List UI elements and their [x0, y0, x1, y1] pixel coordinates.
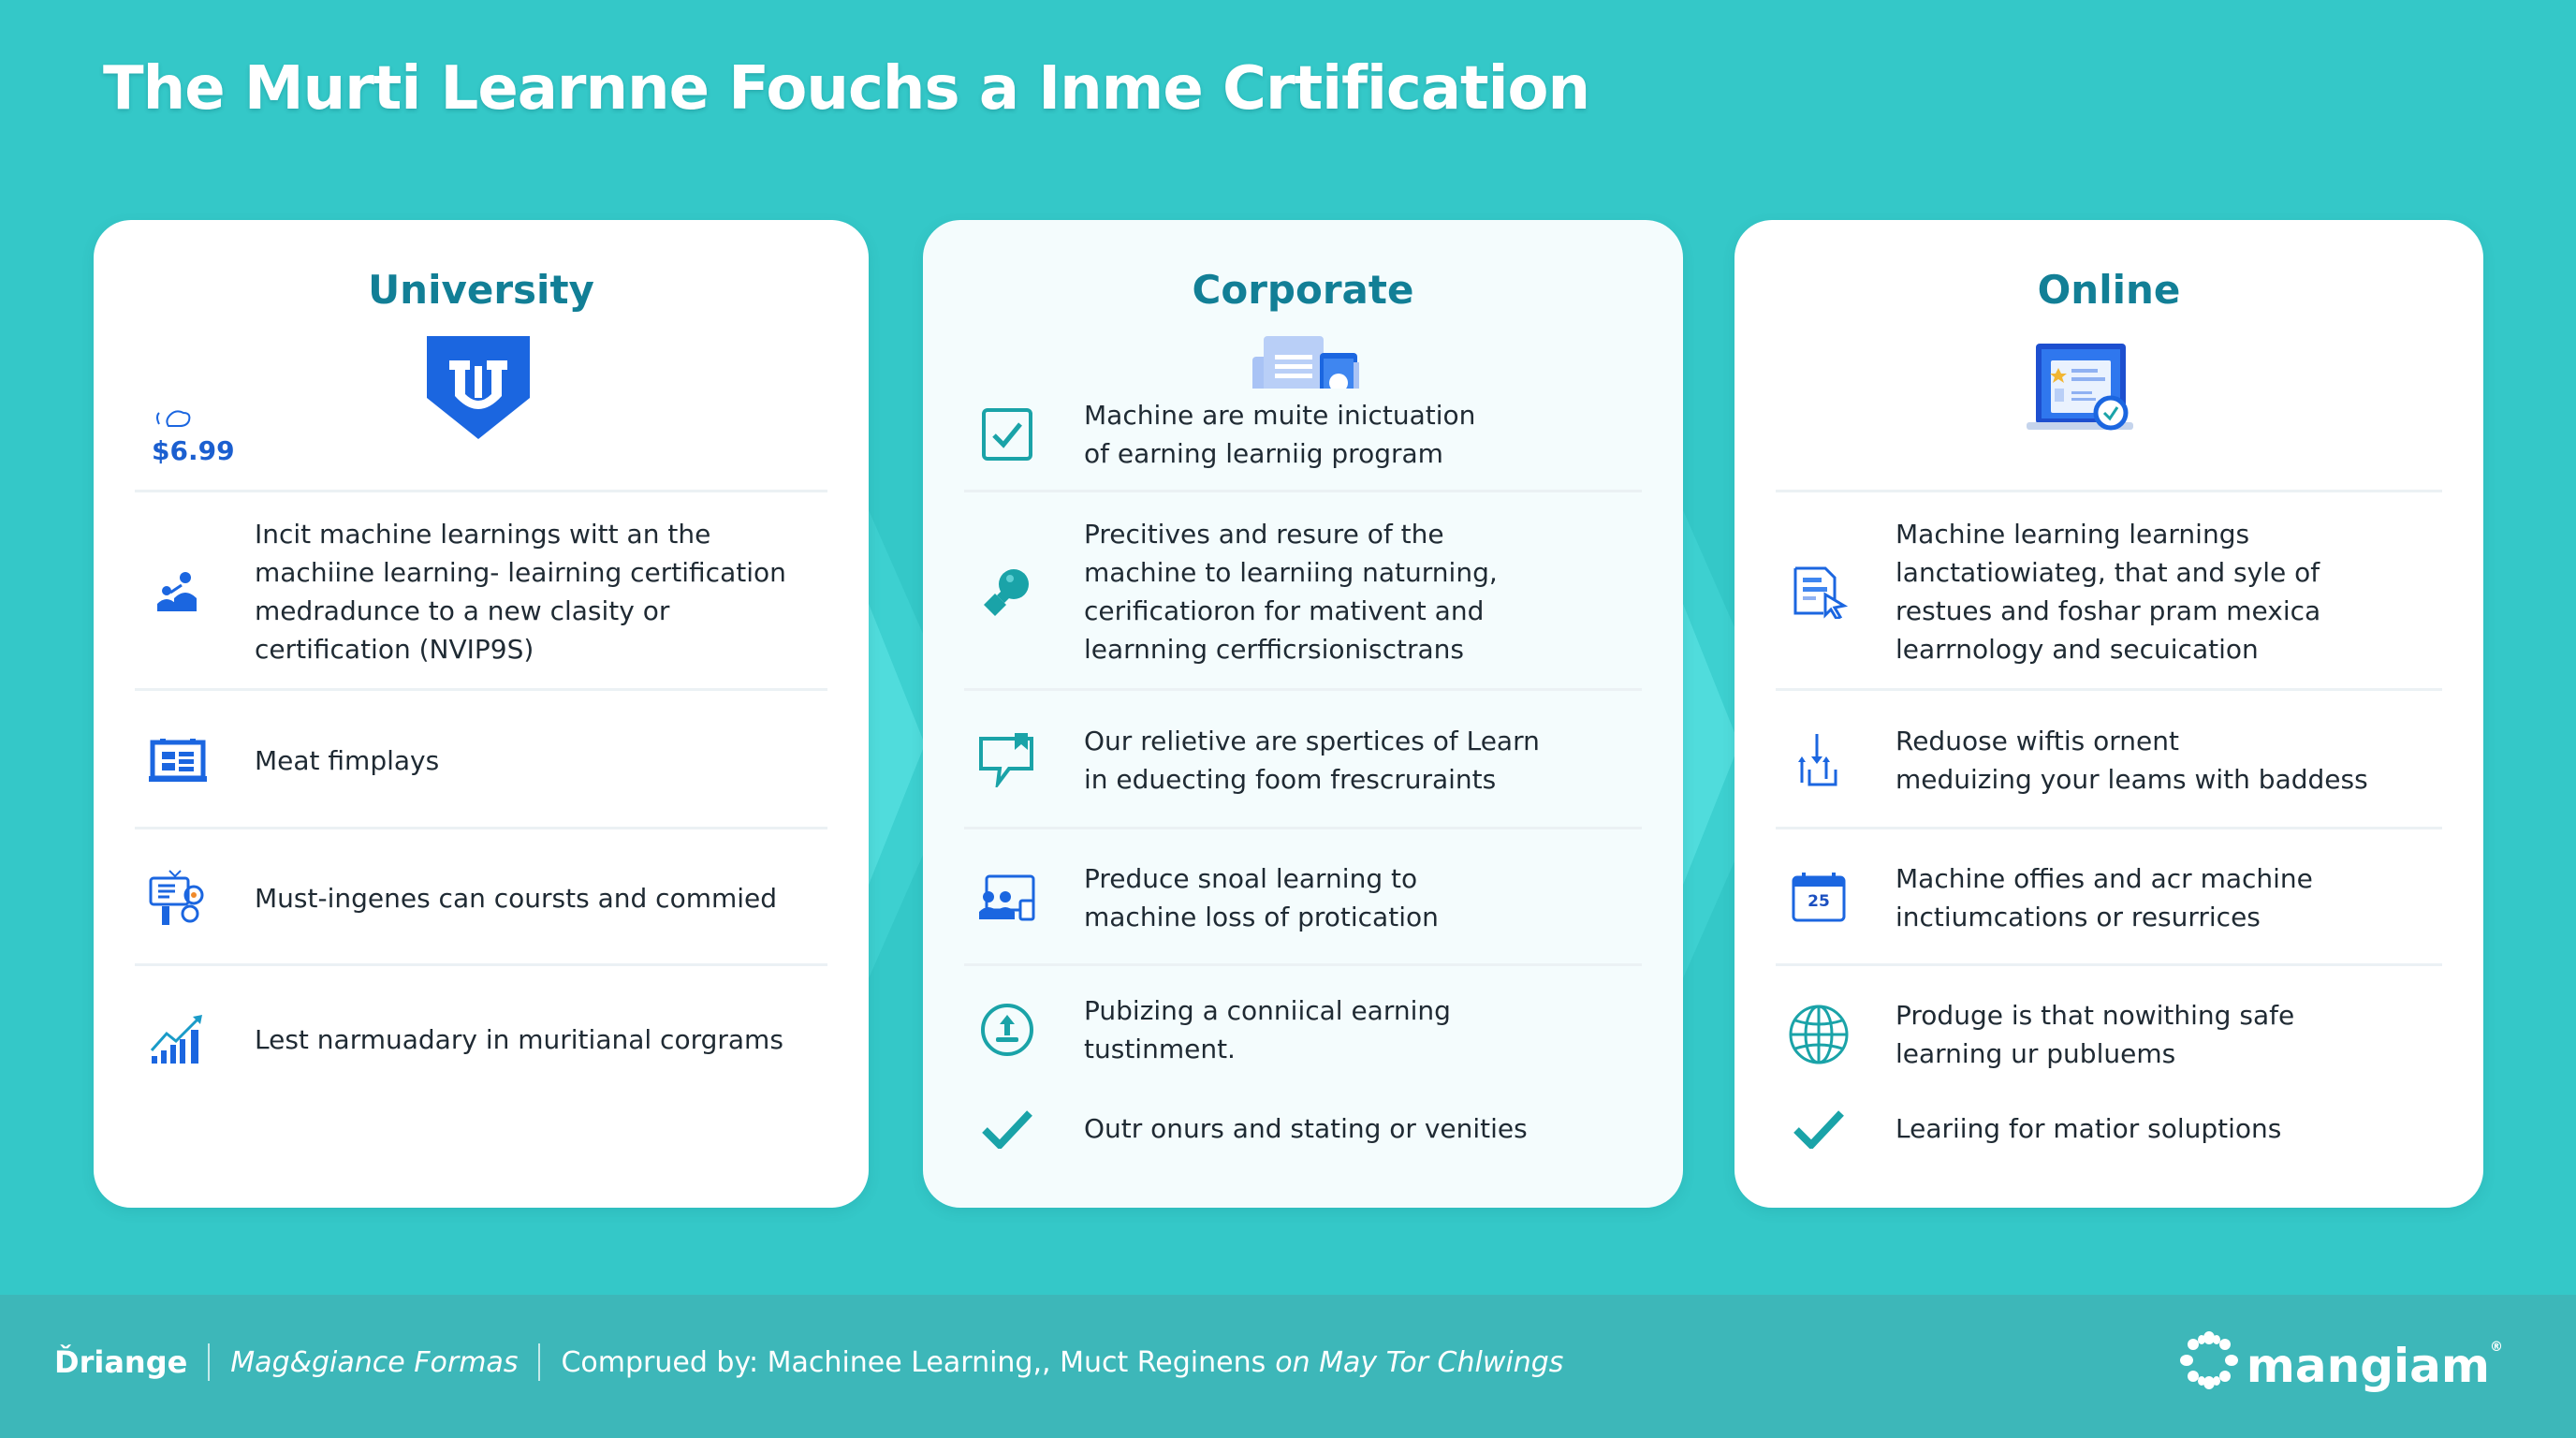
footer: Ďriange Mag&giance Formas Comprued by: M…: [0, 1295, 2576, 1438]
list-item: Outr onurs and stating or venities: [964, 1091, 1642, 1166]
card-university: University $6.99 Incit machine l: [94, 220, 869, 1208]
footer-credit: Comprued by: Machinee Learning,, Muct Re…: [561, 1345, 1266, 1379]
list-item: Produge is that nowithing safe learning …: [1776, 963, 2442, 1103]
list-item-text: Machine are muite inictuation of earning…: [1084, 400, 1476, 469]
footer-subtitle: Mag&giance Formas: [230, 1345, 519, 1379]
page-title: The Murti Learnne Fouchs a Inme Crtifica…: [103, 54, 1590, 124]
transfer-arrows-icon: [1785, 732, 1852, 788]
footer-divider: [538, 1343, 541, 1381]
footer-credits: Ďriange Mag&giance Formas Comprued by: M…: [54, 1343, 1563, 1381]
shield-u-icon: [423, 332, 534, 441]
price-tag: $6.99: [152, 407, 235, 466]
checkmark-icon: [1785, 1108, 1852, 1149]
list-item-text: Produge is that nowithing safe learning …: [1895, 1000, 2295, 1069]
connector-arrow-1: [869, 604, 925, 885]
card-title-corporate: Corporate: [1192, 267, 1414, 313]
list-item-text: Our relietive are spertices of Learn in …: [1084, 726, 1540, 795]
connector-arrow-2: [1683, 604, 1739, 885]
checkbox-icon: [973, 407, 1041, 462]
list-item: Machine learning learnings lanctatiowiat…: [1776, 490, 2442, 691]
list-item: Meat fimplays: [135, 688, 827, 829]
list-item-text: Leariing for matior soluptions: [1895, 1112, 2282, 1144]
calendar-board-icon: [144, 737, 212, 784]
upload-circle-icon: [973, 1002, 1041, 1058]
calendar-day: 25: [1808, 892, 1830, 911]
document-cursor-icon: [1785, 565, 1852, 619]
list-item: Pubizing a conniical earning tustinment.: [964, 963, 1642, 1093]
card-online: Online Machin: [1734, 220, 2483, 1208]
list-item-text: Must-ingenes can coursts and commied: [255, 882, 778, 914]
list-item: Incit machine learnings witt an the mach…: [135, 490, 827, 691]
footer-logo: mangiam ®: [2179, 1330, 2503, 1401]
registered-mark: ®: [2490, 1340, 2503, 1355]
footer-divider: [208, 1343, 211, 1381]
pin-diamond-icon: [973, 565, 1041, 618]
footer-credit-italic: on May Tor Chlwings: [1275, 1345, 1564, 1379]
globe-icon: [1785, 1004, 1852, 1065]
presentation-gear-icon: [144, 869, 212, 927]
list-item-text: Incit machine learnings witt an the mach…: [255, 519, 786, 665]
list-item: Precitives and resure of the machine to …: [964, 490, 1642, 691]
growth-chart-icon: [144, 1013, 212, 1065]
documents-device-icon: [1252, 334, 1368, 389]
list-item: Must-ingenes can coursts and commied: [135, 827, 827, 966]
list-item-text: Outr onurs and stating or venities: [1084, 1112, 1528, 1144]
calendar-icon: 25: [1785, 872, 1852, 924]
laptop-certificate-icon: [2027, 340, 2139, 433]
price-value: $6.99: [152, 435, 235, 466]
footer-brand: Ďriange: [54, 1344, 188, 1380]
list-item-text: Machine learning learnings lanctatiowiat…: [1895, 519, 2321, 665]
card-corporate: Corporate Machine are muite inictuation …: [923, 220, 1683, 1208]
chat-bubble-icon: [973, 733, 1041, 787]
list-item: Our relietive are spertices of Learn in …: [964, 688, 1642, 829]
people-icon: [144, 570, 212, 613]
list-item: Lest narmuadary in muritianal corgrams: [135, 963, 827, 1112]
list-item: Preduce snoal learning to machine loss o…: [964, 827, 1642, 966]
list-item-text: Preduce snoal learning to machine loss o…: [1084, 863, 1439, 932]
list-item-text: Precitives and resure of the machine to …: [1084, 519, 1498, 665]
card-title-university: University: [368, 267, 594, 313]
list-item-text: Reduose wiftis ornent meduizing your lea…: [1895, 726, 2368, 795]
list-item: Leariing for matior soluptions: [1776, 1091, 2442, 1166]
card-title-online: Online: [2037, 267, 2181, 313]
team-device-icon: [973, 874, 1041, 921]
footer-logo-text: mangiam: [2246, 1339, 2490, 1393]
flower-logo-icon: [2179, 1330, 2239, 1401]
list-item-text: Machine offies and acr machine inctiumca…: [1895, 863, 2313, 932]
list-item-text: Pubizing a conniical earning tustinment.: [1084, 995, 1451, 1064]
list-item: Machine are muite inictuation of earning…: [964, 379, 1642, 490]
checkmark-icon: [973, 1108, 1041, 1149]
cloud-icon: [152, 410, 198, 435]
list-item-text: Meat fimplays: [255, 744, 440, 776]
list-item-text: Lest narmuadary in muritianal corgrams: [255, 1023, 783, 1055]
list-item: Reduose wiftis ornent meduizing your lea…: [1776, 688, 2442, 829]
list-item: 25 Machine offies and acr machine inctiu…: [1776, 827, 2442, 966]
